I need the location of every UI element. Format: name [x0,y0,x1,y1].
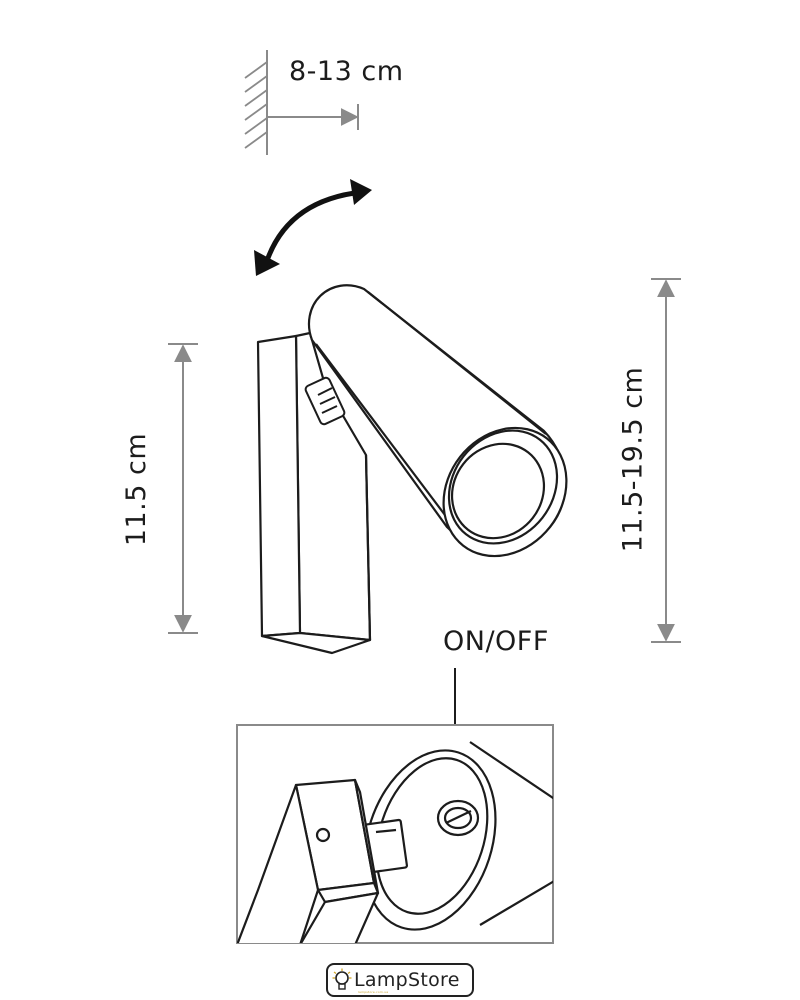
total-height-label: 11.5-19.5 cm [617,366,649,553]
brand-logo: LampStore lampstore.com.ua [326,963,474,997]
rotate-arrow-icon [254,179,372,276]
switch-detail-inset [236,724,554,944]
wall-distance-dimension [244,50,359,155]
bracket-height-dimension [168,343,198,634]
bracket-height-label: 11.5 cm [121,432,153,547]
brand-name: LampStore [354,969,460,991]
hinge-joint [304,376,346,426]
switch-label: ON/OFF [443,626,549,657]
total-height-dimension [651,278,681,643]
lightbulb-icon [332,968,352,990]
lamp-head [307,284,568,558]
wall-distance-label: 8-13 cm [289,56,404,87]
brand-tagline: lampstore.com.ua [358,990,389,994]
